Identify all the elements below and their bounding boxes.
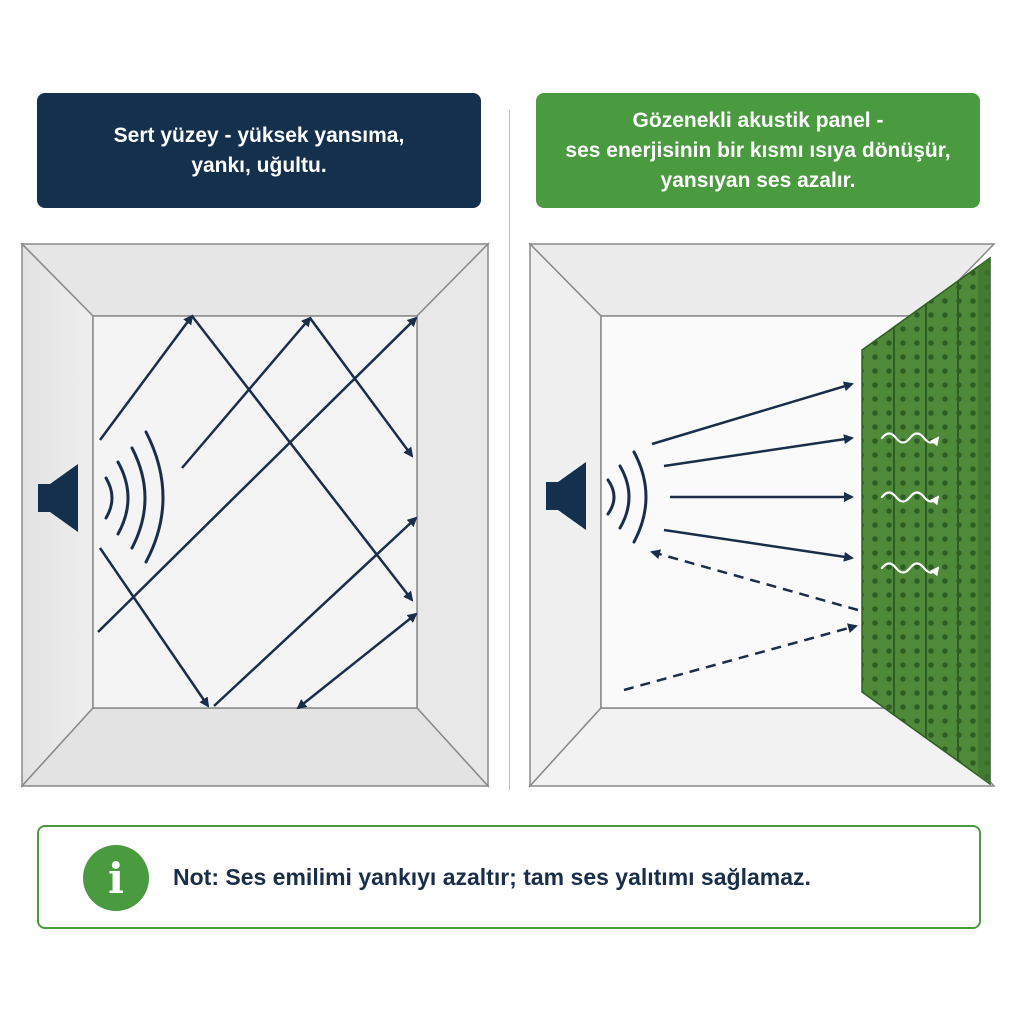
hard-surface-label: Sert yüzey - yüksek yansıma, yankı, uğul… <box>37 93 481 208</box>
note-text: Not: Ses emilimi yankıyı azaltır; tam se… <box>173 863 811 890</box>
left-room-ceiling <box>20 243 490 317</box>
panel-divider <box>509 110 510 790</box>
absorbed-sound-arrows <box>651 381 854 562</box>
info-icon: i <box>83 845 149 911</box>
acoustic-panel <box>861 256 991 786</box>
hard-surface-label-text: Sert yüzey - yüksek yansıma, yankı, uğul… <box>113 123 405 177</box>
left-room-floor <box>20 707 490 787</box>
note-box: i Not: Ses emilimi yankıyı azaltır; tam … <box>37 825 981 929</box>
heat-wave-icon <box>880 562 940 577</box>
heat-wave-icon <box>880 432 940 447</box>
reflection-arrows <box>97 314 418 710</box>
sound-wave-icon <box>104 430 165 564</box>
left-room-back-wall <box>92 315 418 709</box>
reduced-reflection-arrows <box>623 549 859 692</box>
hard-surface-room <box>20 242 490 788</box>
left-room-right-wall <box>416 242 489 788</box>
speaker-icon <box>38 464 78 532</box>
acoustic-panel-label-text: Gözenekli akustik panel - ses enerjisini… <box>565 108 951 192</box>
speaker-icon <box>546 462 586 530</box>
heat-wave-icon <box>880 491 940 506</box>
acoustic-panel-label: Gözenekli akustik panel - ses enerjisini… <box>536 93 980 208</box>
sound-wave-icon <box>606 450 648 544</box>
